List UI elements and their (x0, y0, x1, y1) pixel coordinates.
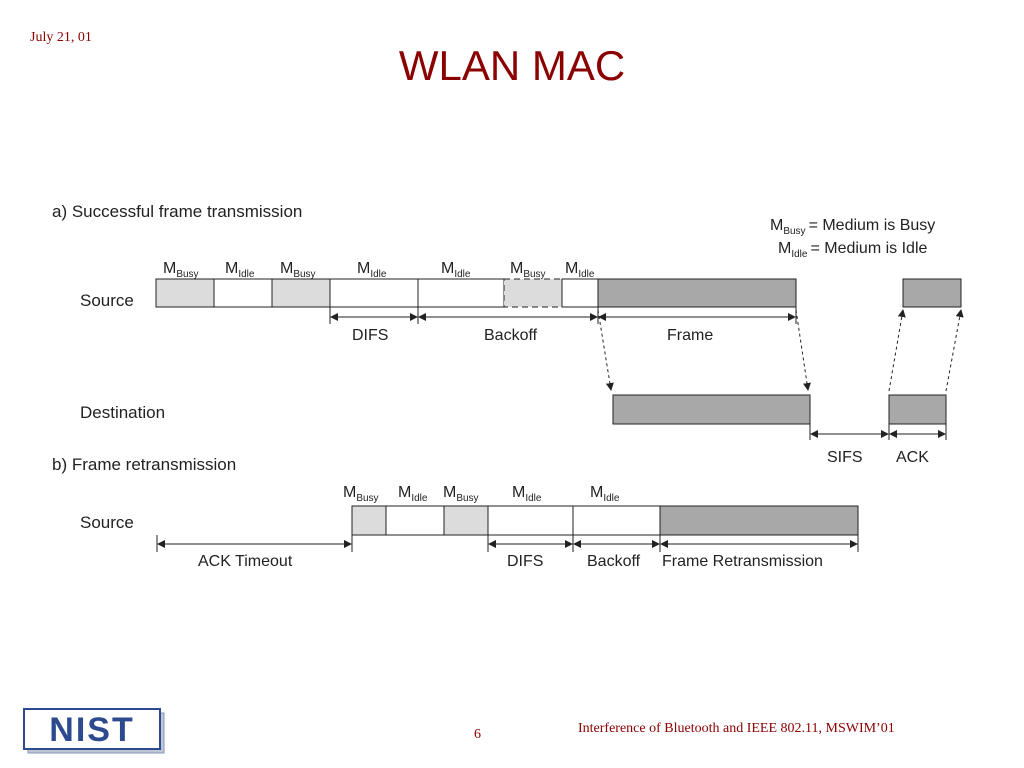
idle-segment (385, 505, 445, 536)
busy-segment (155, 278, 215, 308)
medium-label: MIdle (225, 260, 255, 280)
section-a-intervals (329, 307, 797, 324)
medium-label: MIdle (590, 484, 620, 504)
ack-timeout-label: ACK Timeout (198, 553, 293, 570)
section-a-destination-timeline (612, 394, 947, 425)
medium-label: MBusy (510, 260, 546, 280)
backoff-segment (572, 505, 661, 536)
ack-label: ACK (896, 449, 929, 466)
medium-label: MIdle (441, 260, 471, 280)
idle-segment (213, 278, 273, 308)
legend: MBusy= Medium is Busy MIdle= Medium is I… (770, 217, 935, 260)
svg-text:NIST: NIST (49, 711, 134, 749)
backoff-segment (417, 278, 505, 308)
frame-retransmission-label: Frame Retransmission (662, 553, 823, 570)
section-a-source-label: Source (80, 291, 134, 310)
sifs-label: SIFS (827, 449, 863, 466)
section-b-medium-labels: MBusy MIdle MBusy MIdle MIdle (343, 484, 620, 504)
frame-retransmission-segment (659, 505, 859, 536)
nist-logo: NIST (23, 708, 165, 754)
section-a-dest-intervals (809, 424, 947, 440)
medium-label: MBusy (343, 484, 379, 504)
slide-date: July 21, 01 (30, 30, 92, 45)
frame-received-segment (612, 394, 811, 425)
legend-idle: MIdle= Medium is Idle (778, 240, 927, 260)
backoff-label: Backoff (587, 553, 641, 570)
section-a-destination-label: Destination (80, 403, 165, 422)
busy-segment (351, 505, 387, 536)
medium-label: MIdle (357, 260, 387, 280)
difs-label: DIFS (352, 327, 388, 344)
frame-label: Frame (667, 327, 713, 344)
propagation-arrows (597, 309, 964, 392)
medium-label: MBusy (163, 260, 199, 280)
difs-label: DIFS (507, 553, 543, 570)
difs-segment (487, 505, 574, 536)
page-number: 6 (474, 727, 481, 742)
section-a-medium-labels: MBusy MIdle MBusy MIdle MIdle MBusy MIdl… (163, 260, 595, 280)
medium-label: MIdle (565, 260, 595, 280)
busy-segment (503, 278, 563, 308)
ack-segment (888, 394, 947, 425)
medium-label: MBusy (443, 484, 479, 504)
section-b-source-timeline (351, 505, 859, 536)
backoff-label: Backoff (484, 327, 538, 344)
section-b-source-label: Source (80, 513, 134, 532)
medium-label: MBusy (280, 260, 316, 280)
idle-segment (561, 278, 599, 308)
slide-title: WLAN MAC (398, 42, 626, 89)
slide-footer: Interference of Bluetooth and IEEE 802.1… (578, 721, 895, 736)
busy-segment (271, 278, 331, 308)
difs-segment (329, 278, 419, 308)
legend-busy: MBusy= Medium is Busy (770, 217, 935, 237)
medium-label: MIdle (512, 484, 542, 504)
section-b-intervals (156, 535, 859, 552)
section-a-title: a) Successful frame transmission (52, 202, 302, 221)
section-b-title: b) Frame retransmission (52, 455, 236, 474)
section-a-source-timeline (155, 278, 962, 308)
busy-segment (443, 505, 489, 536)
frame-segment (597, 278, 797, 308)
ack-received-segment (902, 278, 962, 308)
medium-label: MIdle (398, 484, 428, 504)
